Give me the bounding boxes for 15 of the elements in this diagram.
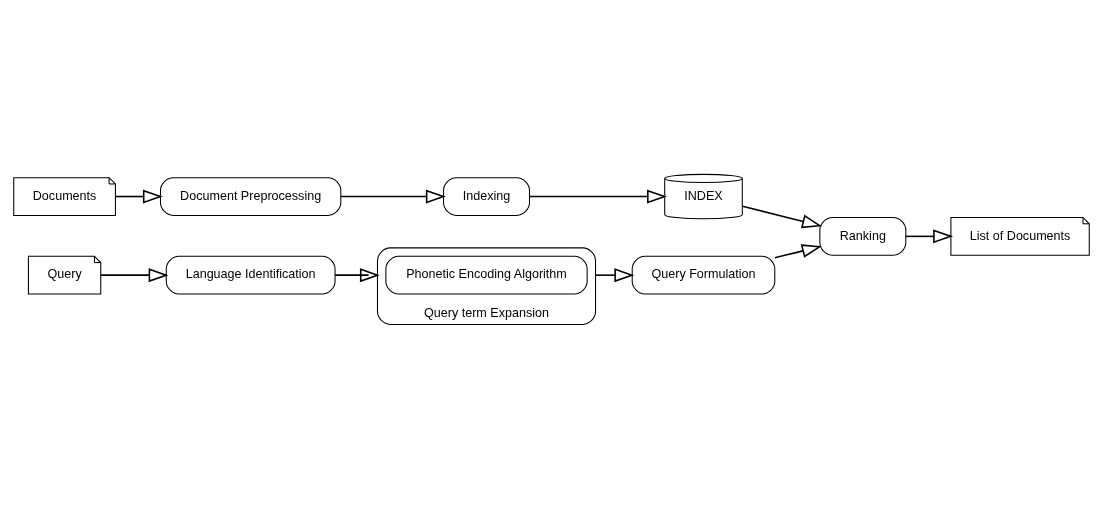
arrow xyxy=(100,268,169,283)
node-box: Phonetic Encoding Algorithm xyxy=(385,255,588,295)
node-box: Language Identification xyxy=(165,255,336,295)
arrow xyxy=(528,189,667,204)
arrow xyxy=(340,189,446,204)
arrow xyxy=(115,189,163,204)
arrow xyxy=(594,268,635,283)
node-box: Ranking xyxy=(819,216,907,256)
node-box: Query Formulation xyxy=(631,255,776,295)
arrow xyxy=(334,268,380,283)
node-box: Indexing xyxy=(443,177,530,216)
arrow xyxy=(905,229,954,244)
node-box: Document Preprocessing xyxy=(159,177,342,216)
arrow xyxy=(741,205,822,229)
arrow xyxy=(774,244,822,259)
